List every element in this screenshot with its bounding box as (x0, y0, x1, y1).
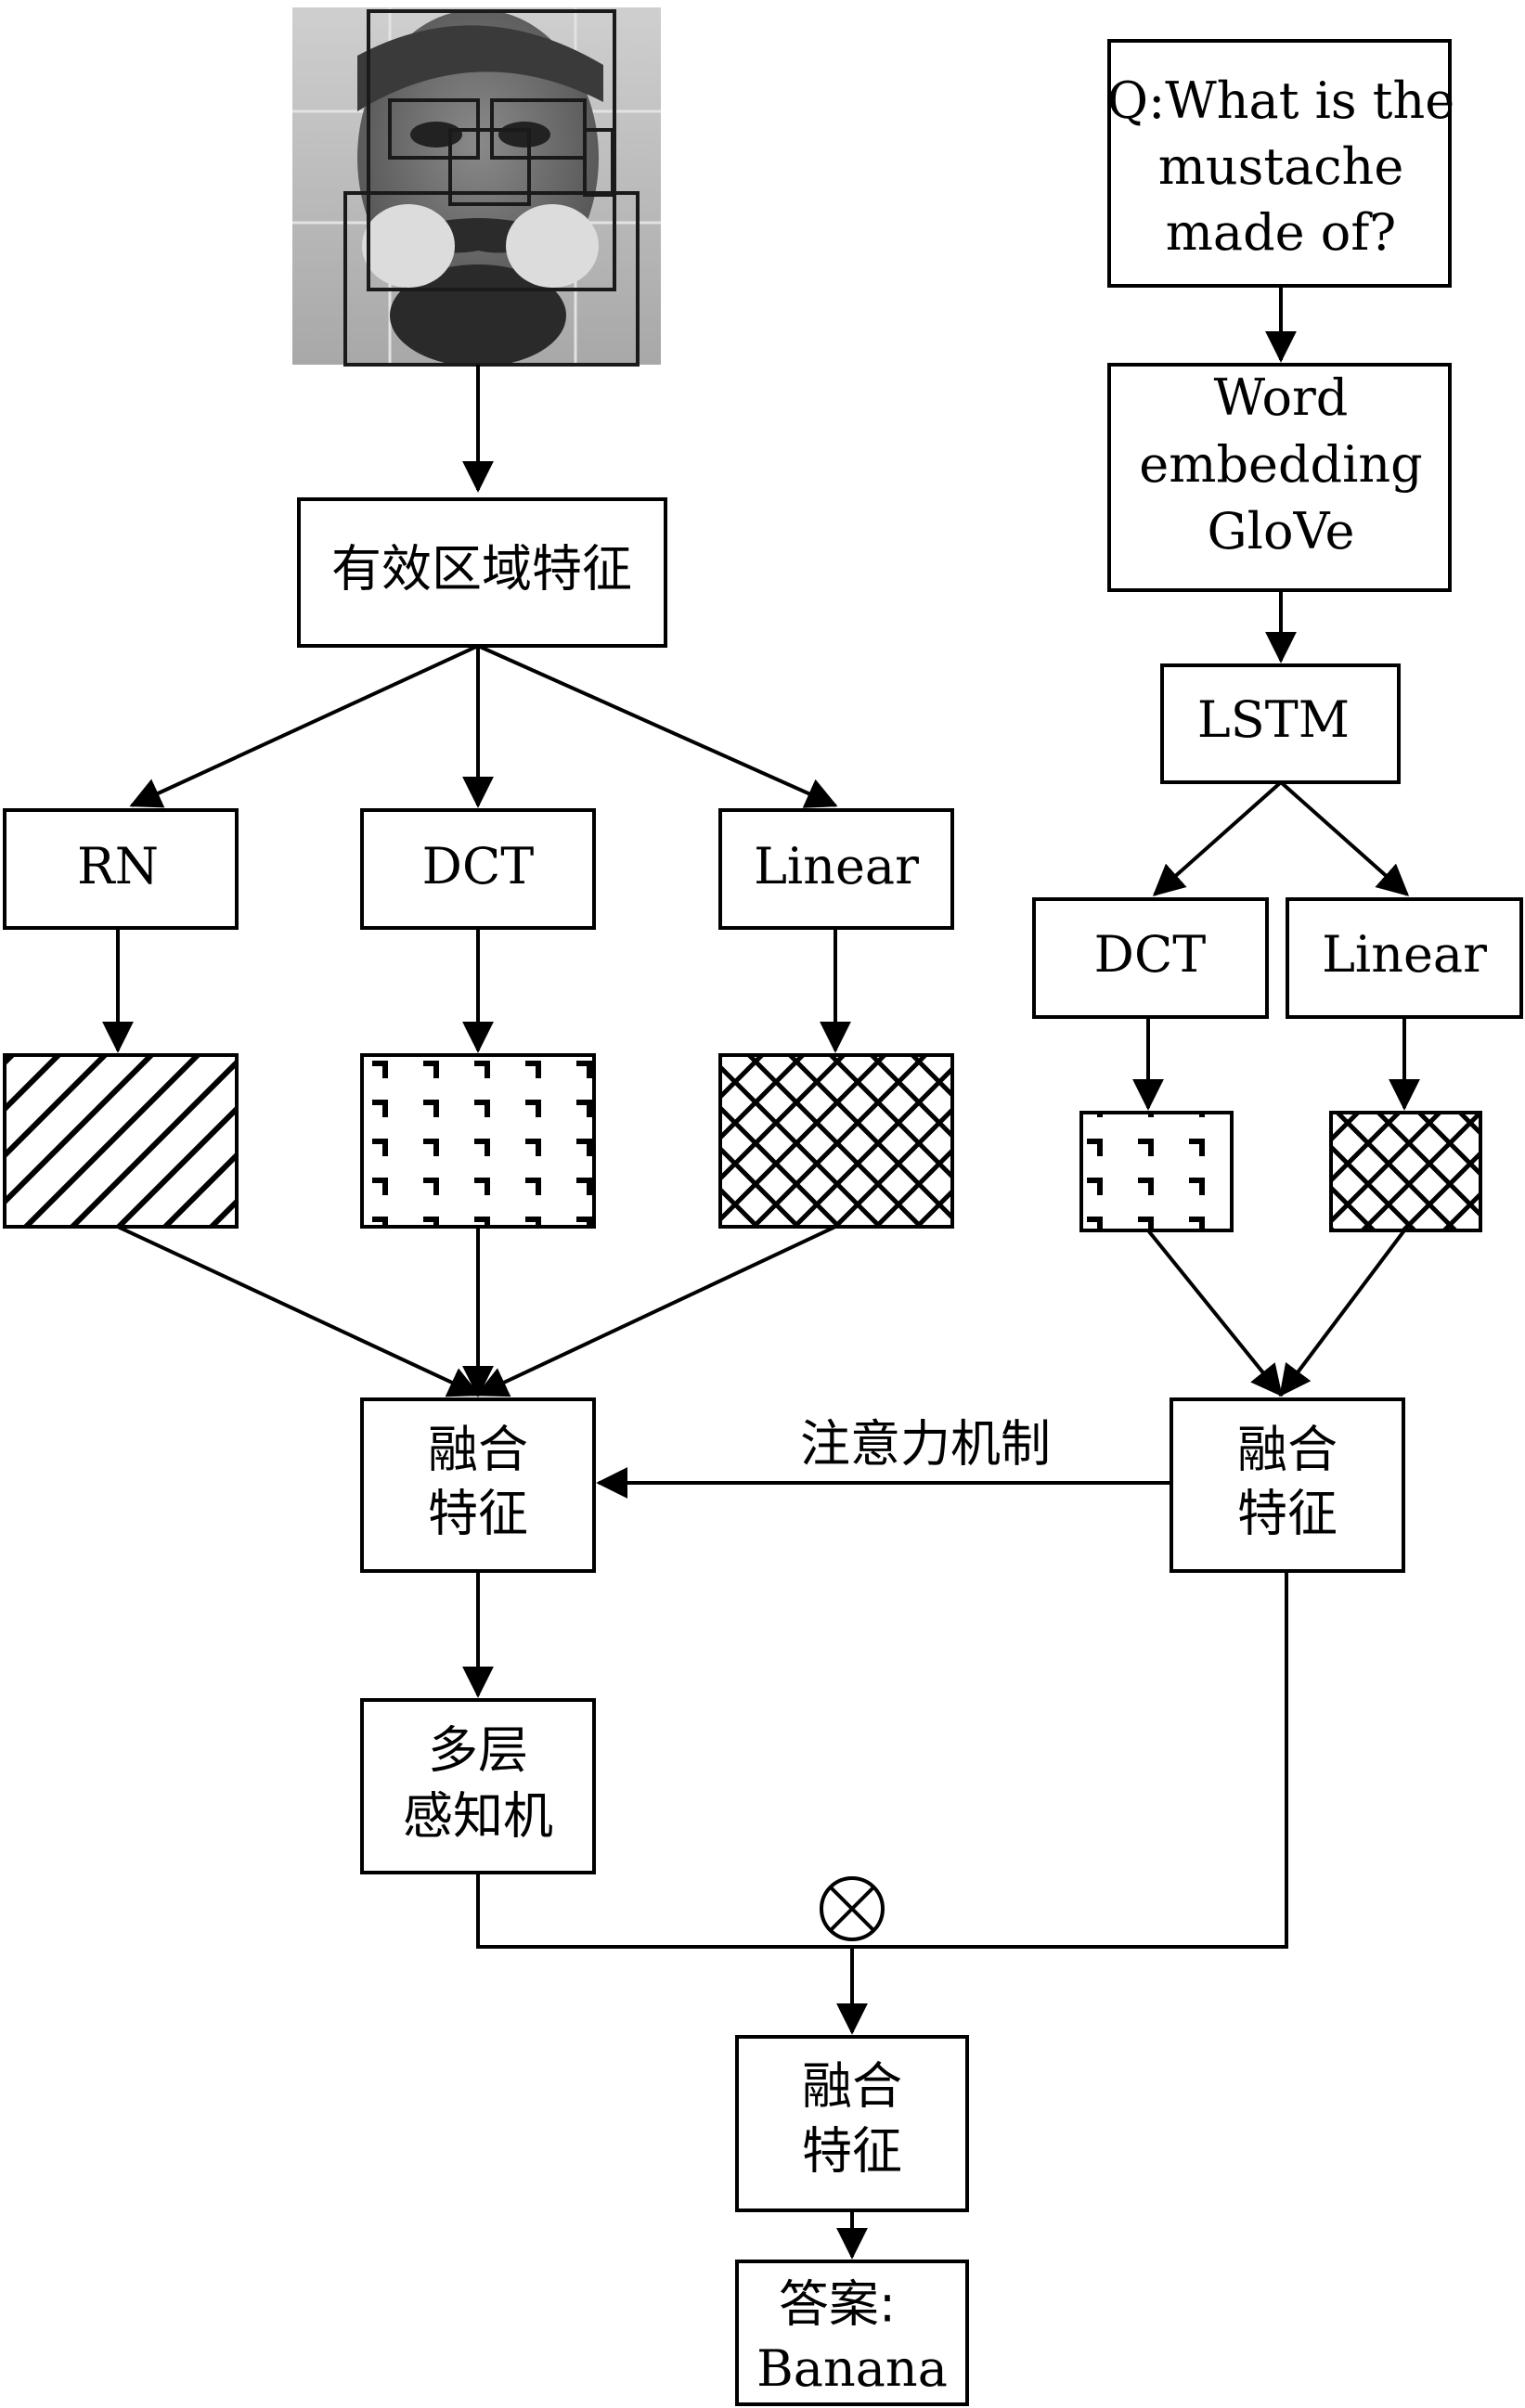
fusion-left-line-2: 特征 (428, 1485, 528, 1543)
answer-line-2: Banana (756, 2339, 948, 2398)
linear-right-label: Linear (1322, 925, 1487, 984)
dct-left-node: DCT (360, 808, 596, 930)
question-line-2: mustache (1158, 137, 1404, 196)
linear-left-label: Linear (754, 837, 919, 895)
fusion-right-line-1: 融合 (1237, 1421, 1338, 1479)
dct-right-label: DCT (1094, 925, 1207, 984)
word-embedding-line-1: Word (1214, 368, 1349, 427)
fusion-left-line-1: 融合 (428, 1421, 528, 1479)
multiply-icon (820, 1876, 885, 1941)
linear-right-feature-block (1329, 1111, 1482, 1232)
answer-node: 答案: Banana (735, 2260, 969, 2406)
word-embedding-line-3: GloVe (1208, 502, 1355, 560)
fusion-final-line-2: 特征 (802, 2122, 902, 2181)
word-embedding-line-2: embedding (1139, 435, 1422, 494)
linear-left-feature-block (718, 1053, 954, 1229)
rn-label: RN (77, 837, 159, 895)
question-line-3: made of? (1166, 203, 1397, 262)
mlp-line-1: 多层 (428, 1721, 528, 1780)
dct-left-feature-block (360, 1053, 596, 1229)
fusion-final-node: 融合 特征 (735, 2035, 969, 2212)
dct-right-feature-block (1079, 1111, 1234, 1232)
dct-right-node: DCT (1032, 897, 1269, 1019)
lstm-node: LSTM (1160, 663, 1401, 784)
mlp-node: 多层 感知机 (360, 1698, 596, 1874)
answer-line-1: 答案: (779, 2275, 896, 2334)
word-embedding-node: Word embedding GloVe (1107, 363, 1452, 592)
attention-label: 注意力机制 (800, 1415, 1051, 1474)
face-photo-icon (292, 7, 661, 367)
fusion-final-line-1: 融合 (802, 2057, 902, 2116)
region-features-node: 有效区域特征 (297, 497, 667, 648)
fusion-right-node: 融合 特征 (1170, 1397, 1405, 1573)
question-line-1: Q:What is the (1107, 71, 1454, 130)
rn-node: RN (3, 808, 239, 930)
region-features-label: 有效区域特征 (331, 540, 632, 599)
lstm-label: LSTM (1197, 690, 1350, 749)
linear-left-node: Linear (718, 808, 954, 930)
mlp-line-2: 感知机 (403, 1787, 553, 1846)
linear-right-node: Linear (1286, 897, 1523, 1019)
connectors (102, 286, 1420, 2260)
rn-feature-block (3, 1053, 239, 1229)
fusion-left-node: 融合 特征 (360, 1397, 596, 1573)
fusion-right-line-2: 特征 (1237, 1485, 1338, 1543)
dct-left-label: DCT (422, 837, 535, 895)
question-node: Q:What is the mustache made of? (1107, 39, 1454, 288)
